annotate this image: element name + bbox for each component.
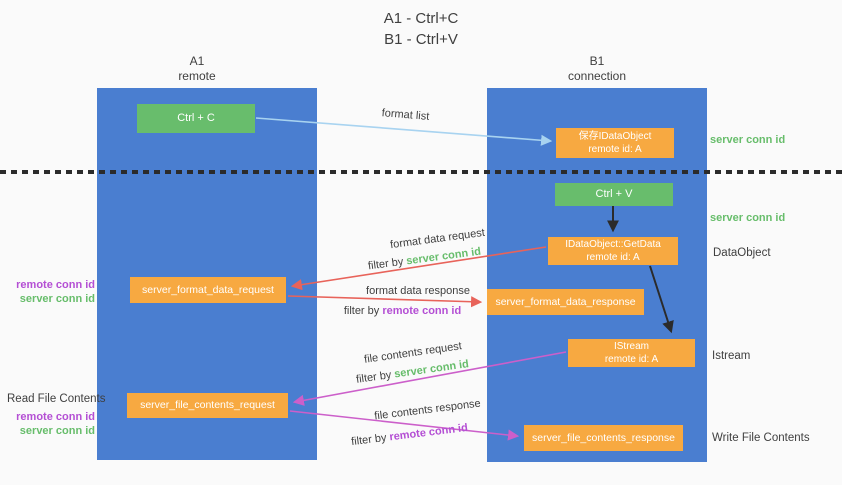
filter-remote-conn-id: remote conn id (388, 421, 469, 444)
server-conn-id-label-left-bottom: server conn id (19, 425, 95, 437)
diagram-title: A1 - Ctrl+C B1 - Ctrl+V (0, 8, 842, 50)
filter-by-prefix: filter by (367, 255, 405, 273)
filter-server-conn-id: server conn id (393, 358, 470, 381)
format-list-label: format list (381, 107, 430, 123)
node-idataobject-getdata-line1: IDataObject::GetData (565, 239, 661, 250)
node-ctrl-c: Ctrl + C (137, 104, 255, 133)
left-conn-ids-bottom: remote conn id server conn id (0, 410, 95, 438)
node-ctrl-v-label: Ctrl + V (595, 188, 633, 200)
title-line-1: A1 - Ctrl+C (383, 10, 459, 27)
node-server-file-contents-response: server_file_contents_response (524, 425, 683, 451)
node-idataobject-getdata-line2: remote id: A (586, 252, 640, 263)
node-server-file-contents-request: server_file_contents_request (127, 393, 288, 418)
remote-conn-id-label-bottom: remote conn id (16, 411, 95, 423)
node-server-format-data-response: server_format_data_response (487, 289, 644, 315)
lane-a1-title: A1 (189, 54, 205, 68)
node-istream: IStream remote id: A (568, 339, 695, 367)
node-ctrl-c-label: Ctrl + C (177, 112, 215, 124)
dataobject-label: DataObject (713, 247, 771, 259)
node-idataobject-getdata: IDataObject::GetData remote id: A (548, 237, 678, 265)
lane-header-a1: A1 remote (87, 54, 307, 84)
lane-header-b1: B1 connection (487, 54, 707, 84)
node-istream-line1: IStream (613, 341, 649, 352)
node-save-idataobject: 保存IDataObject remote id: A (556, 128, 674, 158)
node-server-file-contents-response-label: server_file_contents_response (531, 431, 675, 444)
left-conn-ids-top: remote conn id server conn id (0, 278, 95, 306)
server-conn-id-label-top: server conn id (710, 134, 786, 146)
filter-by-prefix: filter by (355, 369, 393, 386)
filter-server-conn-id: server conn id (405, 245, 482, 268)
server-conn-id-label-left-top: server conn id (19, 293, 95, 305)
node-server-file-contents-request-label: server_file_contents_request (140, 399, 275, 411)
filter-by-remote-conn-id-label-1: filter by remote conn id (340, 304, 465, 318)
node-ctrl-v: Ctrl + V (555, 183, 673, 206)
read-file-contents-label: Read File Contents (7, 393, 106, 405)
lane-a1-subtitle: remote (178, 69, 216, 83)
node-save-idataobject-line2: remote id: A (588, 144, 642, 155)
filter-by-prefix: filter by (343, 305, 380, 317)
node-server-format-data-response-label: server_format_data_response (495, 295, 636, 308)
format-data-response-label: format data response (366, 285, 470, 297)
title-line-2: B1 - Ctrl+V (384, 31, 458, 48)
istream-label: Istream (712, 350, 751, 362)
server-conn-id-label-mid: server conn id (710, 212, 786, 224)
filter-remote-conn-id: remote conn id (382, 305, 462, 317)
filter-by-prefix: filter by (350, 431, 388, 449)
filter-by-remote-conn-id-label-2: filter by remote conn id (342, 420, 478, 450)
write-file-contents-label: Write File Contents (712, 432, 810, 444)
lane-b1-title: B1 (589, 54, 605, 68)
node-server-format-data-request-label: server_format_data_request (142, 283, 274, 296)
node-save-idataobject-line1: 保存IDataObject (578, 131, 652, 142)
remote-conn-id-label-top: remote conn id (16, 279, 95, 291)
node-server-format-data-request: server_format_data_request (130, 277, 286, 303)
lane-b1-subtitle: connection (567, 69, 627, 83)
node-istream-line2: remote id: A (604, 354, 659, 365)
